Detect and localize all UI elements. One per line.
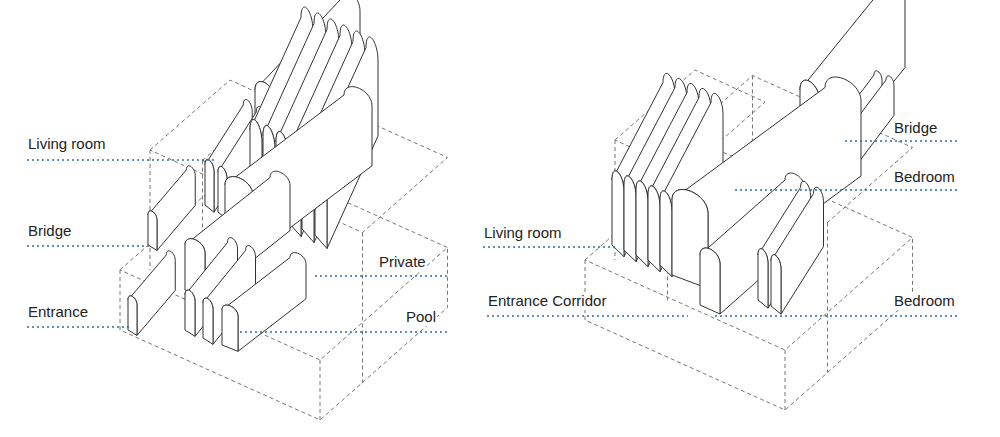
volume-outline [585,70,913,410]
leader-lines [27,141,960,332]
room-label: Bedroom [893,292,956,310]
room-label: Pool [405,308,437,326]
vault-forms [128,0,905,351]
room-label: Entrance [27,303,89,321]
room-label: Entrance Corridor [487,292,607,310]
room-label: Bridge [27,222,72,240]
room-label: Living room [483,224,563,242]
room-label: Bedroom [893,168,956,186]
room-label: Bridge [893,119,938,137]
room-label: Living room [27,135,107,153]
room-label: Private [378,253,427,271]
